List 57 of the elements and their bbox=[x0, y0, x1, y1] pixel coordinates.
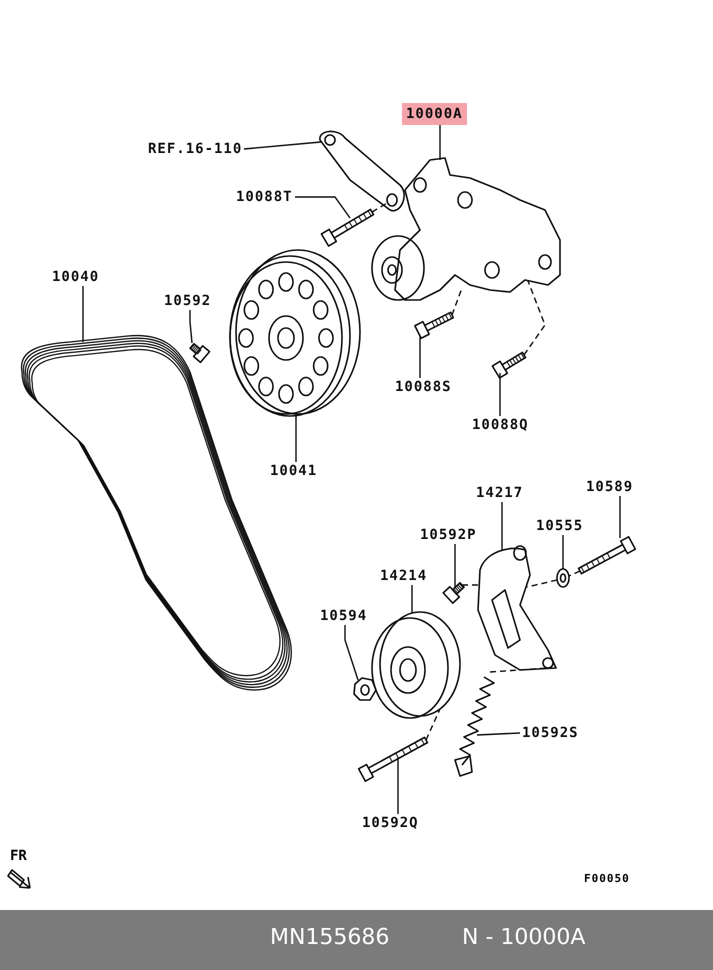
part-number: 10592 bbox=[162, 292, 214, 310]
alignment-line bbox=[526, 579, 558, 588]
bolt-drawing bbox=[492, 352, 526, 379]
part-number: 10555 bbox=[534, 517, 586, 535]
part-number: 10088Q bbox=[470, 416, 531, 434]
part-number: 14214 bbox=[378, 567, 430, 585]
alignment-line bbox=[523, 280, 546, 356]
part-number: 10088S bbox=[393, 378, 454, 396]
part-number: REF.16-110 bbox=[146, 140, 244, 158]
part-number: 10088T bbox=[234, 188, 295, 206]
leader-line bbox=[501, 502, 503, 550]
part-number: 10592S bbox=[520, 724, 581, 742]
bolt-drawing bbox=[414, 312, 454, 340]
alignment-line bbox=[568, 570, 580, 577]
leader-line bbox=[476, 732, 520, 736]
part-number: 10594 bbox=[318, 607, 370, 625]
leader-line bbox=[295, 414, 297, 462]
bolt-drawing bbox=[189, 342, 210, 364]
leader-line bbox=[411, 585, 413, 613]
highlighted-part-number: 10000A bbox=[402, 103, 467, 125]
bolt-drawing bbox=[578, 536, 636, 574]
leader-line bbox=[244, 141, 322, 150]
leader-line bbox=[344, 625, 359, 680]
alignment-line bbox=[425, 708, 441, 740]
part-number: 10592Q bbox=[360, 814, 421, 832]
bolt-drawing bbox=[358, 736, 428, 782]
leader-line bbox=[562, 535, 564, 569]
tensioner-pulley-drawing bbox=[371, 611, 461, 719]
leader-line bbox=[439, 125, 441, 160]
part-number: 10041 bbox=[268, 462, 320, 480]
tensioner-bracket-drawing bbox=[477, 545, 557, 671]
direction-label: FR bbox=[10, 848, 27, 864]
part-number: 10592P bbox=[418, 526, 479, 544]
leader-line bbox=[619, 496, 621, 538]
bolt-drawing bbox=[442, 582, 465, 604]
leader-line bbox=[82, 286, 84, 342]
reference-number: N - 10000A bbox=[462, 925, 586, 950]
leader-line bbox=[189, 310, 193, 344]
leader-line bbox=[454, 544, 456, 587]
leader-line bbox=[419, 337, 421, 378]
leader-line bbox=[295, 196, 351, 218]
leader-line bbox=[397, 757, 399, 814]
washer-drawing bbox=[556, 568, 570, 588]
part-number: 10040 bbox=[50, 268, 102, 286]
part-number: 10589 bbox=[584, 478, 636, 496]
spring-stud-drawing bbox=[454, 676, 495, 777]
leader-line bbox=[499, 373, 501, 416]
bolt-drawing bbox=[320, 208, 374, 247]
water-pump-drawing bbox=[371, 157, 561, 301]
mounting-plate-drawing bbox=[319, 130, 405, 212]
crankshaft-pulley-drawing bbox=[229, 249, 361, 417]
drawing-number: F00050 bbox=[584, 872, 630, 885]
alignment-line bbox=[451, 288, 463, 316]
nut-drawing bbox=[353, 677, 377, 701]
part-number: 14217 bbox=[474, 484, 526, 502]
alignment-line bbox=[462, 584, 479, 586]
part-code: MN155686 bbox=[270, 925, 390, 950]
